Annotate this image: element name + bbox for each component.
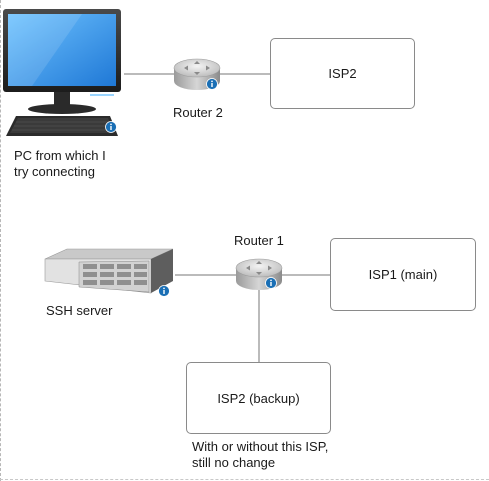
- isp2-box[interactable]: ISP2: [270, 38, 415, 109]
- isp2-label: ISP2: [328, 66, 357, 81]
- router2-node[interactable]: [173, 57, 221, 93]
- info-icon: [265, 277, 277, 289]
- computer-icon: [3, 9, 121, 136]
- pc-caption-line1: PC from which I: [14, 148, 106, 163]
- ssh-server-node[interactable]: [43, 247, 178, 299]
- router2-label: Router 2: [173, 105, 223, 120]
- backup-note-line2: still no change: [192, 455, 276, 470]
- canvas-guide-left: [0, 0, 1, 481]
- info-icon: [105, 121, 117, 133]
- router1-label: Router 1: [234, 233, 284, 248]
- info-icon: [158, 285, 170, 297]
- router1-node[interactable]: [235, 257, 283, 293]
- isp1-box[interactable]: ISP1 (main): [330, 238, 476, 311]
- pc-caption-line2: try connecting: [14, 164, 95, 179]
- isp2-backup-box[interactable]: ISP2 (backup): [186, 362, 331, 434]
- canvas-guide-bottom: [0, 479, 489, 480]
- server-icon: [44, 248, 174, 294]
- backup-note-line1: With or without this ISP,: [192, 439, 329, 454]
- pc-node[interactable]: [2, 8, 126, 140]
- ssh-server-caption: SSH server: [46, 303, 113, 318]
- isp1-label: ISP1 (main): [368, 267, 438, 282]
- isp2-backup-label: ISP2 (backup): [217, 390, 300, 406]
- info-icon: [206, 78, 218, 90]
